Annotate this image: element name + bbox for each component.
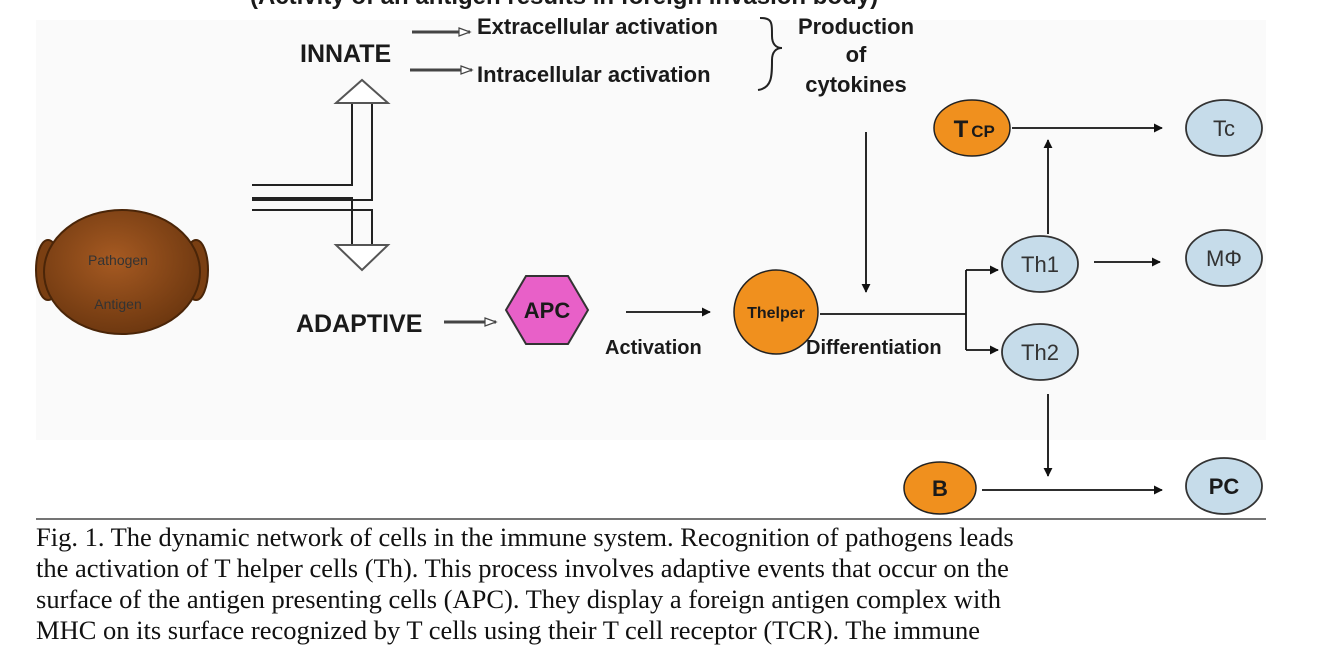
intracellular-label: Intracellular activation (477, 62, 711, 87)
innate-adaptive-connector (252, 103, 373, 245)
extracellular-label: Extracellular activation (477, 14, 718, 39)
apc-cell: APC (504, 275, 590, 345)
thelper-label: Thelper (747, 305, 805, 322)
tcp-cell: T CP (933, 99, 1011, 157)
b-label: B (932, 476, 948, 501)
production-line-2: of (846, 42, 867, 67)
caption-line-2: the activation of T helper cells (Th). T… (36, 553, 1009, 583)
caption-line-4: MHC on its surface recognized by T cells… (36, 615, 980, 645)
th1-label: Th1 (1021, 252, 1059, 277)
caption-line-3: surface of the antigen presenting cells … (36, 584, 1002, 614)
tc-label: Tc (1213, 116, 1235, 141)
figure-caption: Fig. 1. The dynamic network of cells in … (36, 522, 1276, 646)
adaptive-triangle (333, 244, 391, 272)
pc-label: PC (1209, 474, 1240, 499)
caption-line-1: Fig. 1. The dynamic network of cells in … (36, 522, 1014, 552)
activation-label: Activation (605, 337, 702, 359)
th2-cell: Th2 (1001, 323, 1079, 381)
b-cell: B (903, 461, 977, 515)
immune-network-diagram: (Activity of an antigen results in forei… (35, 0, 1266, 520)
brace (757, 17, 783, 91)
macrophage-label: MΦ (1206, 246, 1242, 271)
tcp-main-label: T (954, 116, 969, 143)
tcp-sub-label: CP (971, 122, 995, 141)
cut-top-text: (Activity of an antigen results in forei… (250, 0, 878, 10)
apc-label: APC (524, 298, 571, 323)
thelper-cell: Thelper (733, 269, 819, 355)
production-line-3: cytokines (805, 72, 907, 97)
innate-triangle (333, 78, 391, 104)
adaptive-label: ADAPTIVE (296, 310, 422, 338)
pc-cell: PC (1185, 457, 1263, 515)
production-line-1: Production (798, 14, 914, 39)
th2-label: Th2 (1021, 340, 1059, 365)
th1-cell: Th1 (1001, 235, 1079, 293)
pathogen-label: Pathogen (88, 252, 148, 268)
antigen-label: Antigen (94, 296, 141, 312)
tc-cell: Tc (1185, 99, 1263, 157)
pathogen-antigen-cell: Pathogen Antigen (35, 209, 209, 335)
macrophage-cell: MΦ (1185, 229, 1263, 287)
differentiation-label: Differentiation (806, 337, 942, 359)
innate-label: INNATE (300, 40, 391, 68)
